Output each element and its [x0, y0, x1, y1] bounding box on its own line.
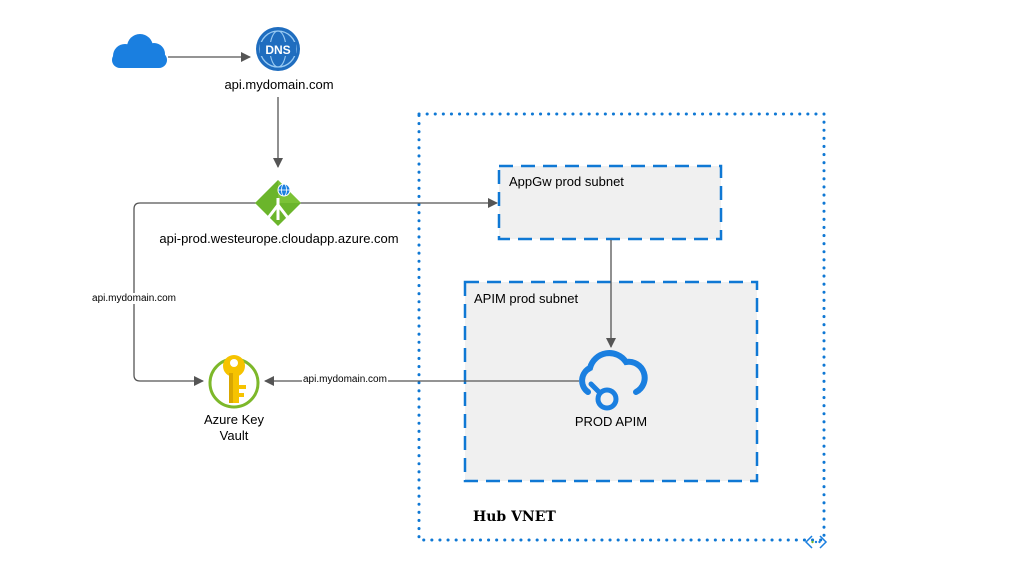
application-gateway-icon	[255, 180, 301, 226]
hub-vnet-boundary	[417, 112, 826, 542]
svg-text:DNS: DNS	[265, 43, 290, 57]
apim-label: PROD APIM	[574, 414, 648, 429]
hub-vnet-label: Hub VNET	[473, 509, 556, 525]
appgw-subnet-label: AppGw prod subnet	[509, 174, 624, 189]
cloud-icon	[112, 34, 167, 68]
appgw-subnet-box	[497, 164, 723, 241]
vnet-icon	[804, 535, 828, 549]
key-vault-label-line2: Vault	[219, 428, 249, 443]
apim-subnet-label: APIM prod subnet	[474, 291, 579, 306]
edge-label-apim-to-keyvault: api.mydomain.com	[302, 374, 388, 385]
dns-icon: DNS	[256, 27, 300, 71]
edge-label-gw-to-keyvault: api.mydomain.com	[91, 293, 177, 304]
edge-gateway-to-keyvault	[133, 202, 258, 386]
app-gateway-label: api-prod.westeurope.cloudapp.azure.com	[159, 231, 399, 246]
dns-label: api.mydomain.com	[224, 77, 334, 92]
api-management-icon	[579, 350, 648, 411]
key-vault-label-line1: Azure Key	[204, 412, 264, 427]
key-vault-icon	[208, 355, 260, 409]
